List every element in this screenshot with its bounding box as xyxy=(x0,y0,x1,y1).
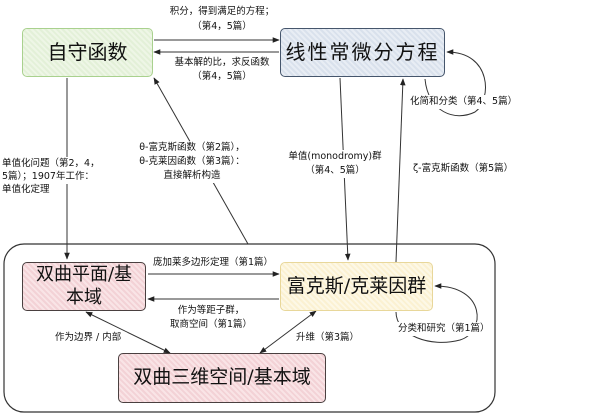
label-theta-2: θ-克莱因函数（第3篇）： xyxy=(139,155,245,169)
label-theta-3: 直接解析构造 xyxy=(163,169,221,183)
label-integrate-1: 积分，得到满足的方程； xyxy=(169,5,275,19)
label-poincare: 庞加莱多边形定理（第1篇） xyxy=(153,256,274,270)
node-automorphic-functions[interactable]: 自守函数 xyxy=(22,28,153,77)
label-theta-1: θ-富克斯函数（第2篇）， xyxy=(139,141,245,155)
label-ratio-2: （第4，5篇） xyxy=(192,70,252,84)
edge-boundary xyxy=(85,311,171,354)
label-isometry-1: 作为等距子群， xyxy=(177,304,245,318)
node-hyperbolic-3d-space[interactable]: 双曲三维空间/基本域 xyxy=(118,353,326,403)
edge-zeta xyxy=(395,78,406,263)
node-linear-ode[interactable]: 线性常微分方程 xyxy=(280,28,445,77)
label-ratio-1: 基本解的比，求反函数 xyxy=(174,56,270,70)
label-simplify: 化简和分类（第4、5篇） xyxy=(410,95,518,109)
label-uniformization-2: 5篇）；1907年工作： xyxy=(2,170,94,184)
label-boundary: 作为边界 / 内部 xyxy=(55,331,122,345)
label-zeta: ζ-富克斯函数（第5篇） xyxy=(413,162,514,176)
label-uniformization-1: 单值化问题（第2，4， xyxy=(2,157,100,171)
label-classify: 分类和研究（第1篇） xyxy=(398,322,490,336)
label-isometry-2: 取商空间（第1篇） xyxy=(169,318,253,332)
node-fuchsian-kleinian-groups[interactable]: 富克斯/克莱因群 xyxy=(280,262,433,311)
label-uniformization-3: 单值化定理 xyxy=(2,183,50,197)
label-lift: 升维（第3篇） xyxy=(296,331,360,345)
node-hyperbolic-plane[interactable]: 双曲平面/基本域 xyxy=(22,262,146,311)
label-monodromy-2: （第4、5篇） xyxy=(305,164,365,178)
label-monodromy-1: 单值(monodromy)群 xyxy=(288,150,382,164)
group-container xyxy=(3,243,496,413)
edge-lift xyxy=(259,310,317,354)
label-integrate-2: （第4，5篇） xyxy=(192,20,252,34)
